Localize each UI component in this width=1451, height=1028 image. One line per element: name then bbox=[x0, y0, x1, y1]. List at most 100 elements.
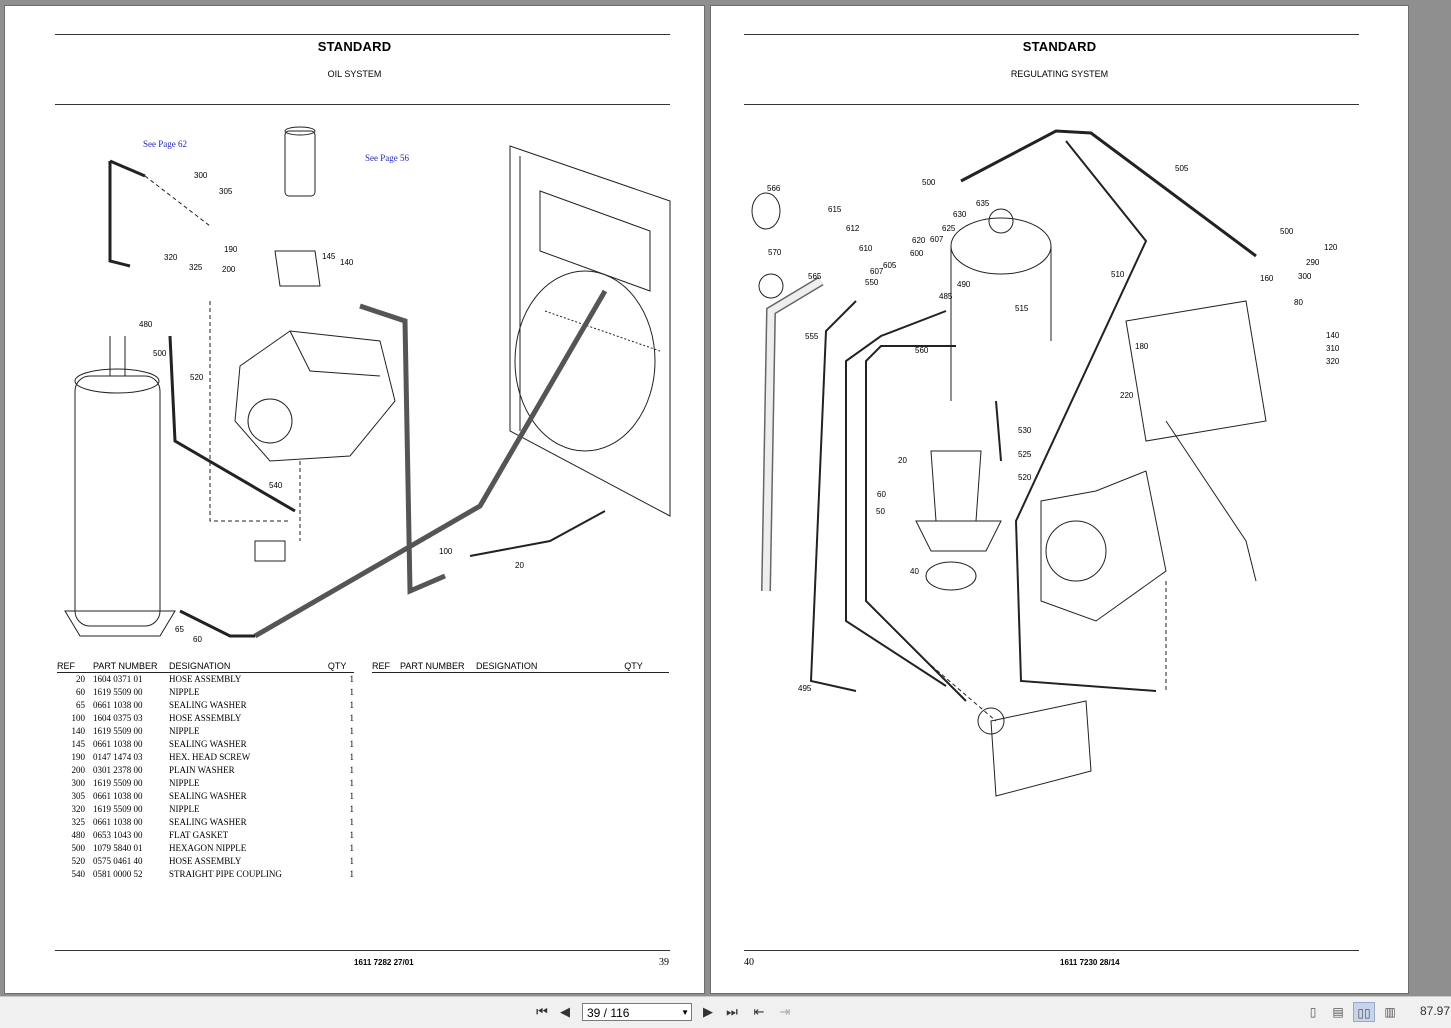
callout-label: 566 bbox=[767, 184, 781, 193]
oil-system-drawing: 3003051902001451403203254805005205401002… bbox=[64, 126, 671, 644]
designation-cell: NIPPLE bbox=[169, 778, 200, 788]
designation-cell: SEALING WASHER bbox=[169, 739, 247, 749]
designation-cell: SEALING WASHER bbox=[169, 700, 247, 710]
callout-label: 60 bbox=[193, 635, 202, 644]
ref-cell: 200 bbox=[71, 765, 86, 775]
two-page-continuous-view-icon[interactable]: ▥ bbox=[1384, 1005, 1396, 1019]
right-page: STANDARD REGULATING SYSTEM bbox=[710, 5, 1409, 994]
callout-label: 145 bbox=[322, 252, 336, 261]
zoom-level[interactable]: 87.97 bbox=[1420, 1004, 1451, 1018]
part-number-cell: 1619 5509 00 bbox=[93, 778, 143, 788]
go-back-icon[interactable]: ⇤ bbox=[753, 1004, 765, 1019]
header-rule-top bbox=[744, 34, 1359, 35]
footer-document-code: 1611 7230 28/14 bbox=[1060, 958, 1120, 967]
callout-label: 190 bbox=[224, 245, 238, 254]
first-page-icon[interactable]: ⏮ bbox=[536, 1004, 548, 1019]
see-page-62-link[interactable]: See Page 62 bbox=[143, 139, 187, 149]
col-part-header: PART NUMBER bbox=[93, 659, 169, 673]
single-page-view-icon[interactable]: ▯ bbox=[1309, 1005, 1317, 1019]
qty-cell: 1 bbox=[349, 830, 355, 840]
qty-cell: 1 bbox=[349, 765, 355, 775]
callout-label: 220 bbox=[1120, 391, 1134, 400]
callout-label: 520 bbox=[1018, 473, 1032, 482]
part-number-cell: 0653 1043 00 bbox=[93, 830, 143, 840]
callout-label: 180 bbox=[1135, 342, 1149, 351]
callout-label: 510 bbox=[1111, 270, 1125, 279]
callout-label: 600 bbox=[910, 249, 924, 258]
chevron-down-icon[interactable]: ▼ bbox=[681, 1008, 689, 1017]
part-number-cell: 1604 0371 01 bbox=[93, 674, 143, 684]
page-number: 39 bbox=[659, 957, 669, 968]
page-number-input[interactable]: 39 / 116 ▼ bbox=[582, 1003, 692, 1021]
callout-label: 500 bbox=[1280, 227, 1294, 236]
part-number-cell: 0575 0461 40 bbox=[93, 856, 143, 866]
parts-table-left-col2: REF PART NUMBER DESIGNATION QTY bbox=[372, 659, 669, 673]
footer-document-code: 1611 7282 27/01 bbox=[354, 958, 414, 967]
callout-label: 525 bbox=[1018, 450, 1032, 459]
ref-cell: 65 bbox=[76, 700, 85, 710]
callout-label: 540 bbox=[269, 481, 283, 490]
ref-cell: 480 bbox=[71, 830, 86, 840]
part-number-cell: 1619 5509 00 bbox=[93, 687, 143, 697]
callout-label: 200 bbox=[222, 265, 236, 274]
footer-rule bbox=[744, 950, 1359, 951]
continuous-view-icon[interactable]: ▤ bbox=[1332, 1005, 1344, 1019]
qty-cell: 1 bbox=[349, 778, 355, 788]
ref-cell: 100 bbox=[71, 713, 86, 723]
callout-label: 500 bbox=[153, 349, 167, 358]
designation-cell: STRAIGHT PIPE COUPLING bbox=[169, 869, 282, 879]
callout-label: 320 bbox=[1326, 357, 1340, 366]
designation-cell: HOSE ASSEMBLY bbox=[169, 713, 242, 723]
callout-label: 325 bbox=[189, 263, 203, 272]
callout-label: 60 bbox=[877, 490, 886, 499]
callout-label: 100 bbox=[439, 547, 453, 556]
next-page-icon[interactable]: ▶ bbox=[703, 1004, 713, 1019]
qty-cell: 1 bbox=[349, 739, 355, 749]
ref-cell: 20 bbox=[76, 674, 85, 684]
callout-label: 290 bbox=[1306, 258, 1320, 267]
qty-cell: 1 bbox=[349, 752, 355, 762]
callout-label: 50 bbox=[876, 507, 885, 516]
qty-cell: 1 bbox=[349, 843, 355, 853]
col-part-header: PART NUMBER bbox=[400, 659, 476, 673]
see-page-56-link[interactable]: See Page 56 bbox=[365, 153, 409, 163]
callout-label: 505 bbox=[1175, 164, 1189, 173]
part-number-cell: 1604 0375 03 bbox=[93, 713, 143, 723]
page-number: 40 bbox=[744, 957, 754, 968]
callout-label: 300 bbox=[1298, 272, 1312, 281]
part-number-cell: 1619 5509 00 bbox=[93, 726, 143, 736]
left-page: STANDARD OIL SYSTEM See Page 62 See Page… bbox=[4, 5, 705, 994]
page-indicator-text: 39 / 116 bbox=[587, 1006, 630, 1020]
ref-cell: 520 bbox=[71, 856, 86, 866]
col-qty-header: QTY bbox=[327, 659, 354, 673]
qty-cell: 1 bbox=[349, 726, 355, 736]
previous-page-icon[interactable]: ◀ bbox=[560, 1004, 570, 1019]
last-page-icon[interactable]: ⏭ bbox=[726, 1004, 738, 1019]
two-page-view-icon[interactable]: ▯▯ bbox=[1353, 1002, 1375, 1022]
designation-cell: FLAT GASKET bbox=[169, 830, 229, 840]
qty-cell: 1 bbox=[349, 856, 355, 866]
go-forward-icon[interactable]: ⇥ bbox=[779, 1004, 791, 1019]
callout-label: 65 bbox=[175, 625, 184, 634]
designation-cell: HEX. HEAD SCREW bbox=[169, 752, 251, 762]
callout-label: 630 bbox=[953, 210, 967, 219]
designation-cell: SEALING WASHER bbox=[169, 817, 247, 827]
callout-label: 490 bbox=[957, 280, 971, 289]
callout-label: 300 bbox=[194, 171, 208, 180]
callout-label: 305 bbox=[219, 187, 233, 196]
designation-cell: NIPPLE bbox=[169, 804, 200, 814]
col-ref-header: REF bbox=[372, 659, 400, 673]
callout-label: 520 bbox=[190, 373, 204, 382]
ref-cell: 140 bbox=[71, 726, 86, 736]
